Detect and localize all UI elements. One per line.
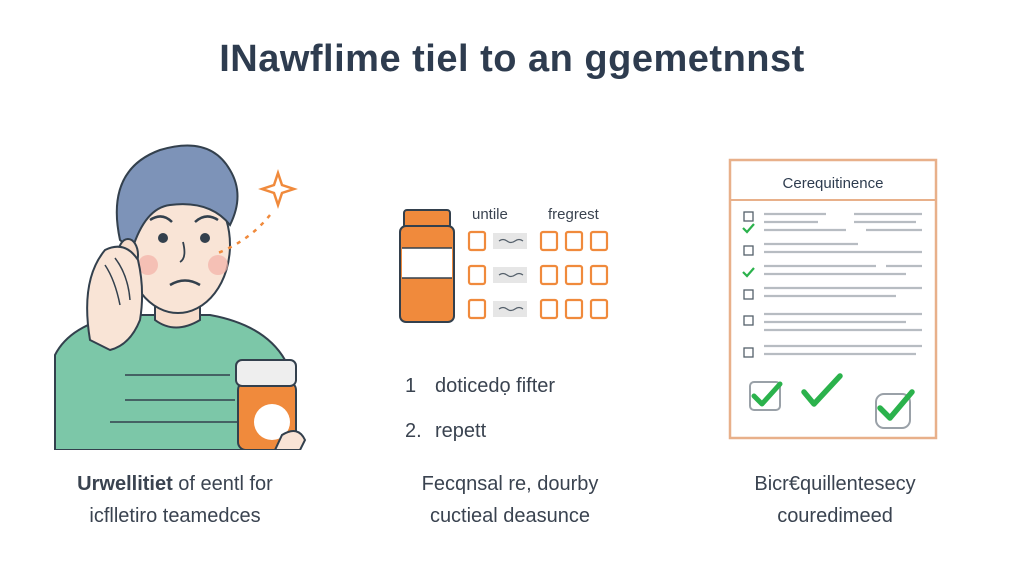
list-item: 2. repett [405,420,486,443]
pill-bottle-icon [399,209,455,323]
right-caption-line2: couredimeed [777,505,893,527]
list-item-number: 1 [405,375,417,397]
middle-caption-line1: Fecqnsal re, dourby [421,473,599,495]
left-caption: Urwellitiet of eentl for icflletiro team… [40,468,310,532]
list-item-text: repett [435,420,487,442]
middle-caption: Fecqnsal re, dourby cuctieal deasunce [380,468,640,532]
page-title: INawflime tiel to an ggemetnnst [219,38,805,80]
right-caption: Bicr€quillentesecy couredimeed [720,468,950,532]
sparkle-icon [217,169,298,255]
column-header-untile: untile [472,206,508,223]
list-item: 1 doticedọ fifter [405,375,555,398]
list-item-text: doticedọ fifter [435,375,556,397]
right-caption-line1: Bicr€quillentesecy [754,473,916,495]
list-item-number: 2. [405,420,422,442]
document-title: Cerequitinence [782,175,884,192]
left-caption-rest: of eentl for [172,473,273,495]
left-caption-line2: icflletiro teamedces [89,505,261,527]
worried-person-illustration [54,144,307,450]
middle-caption-line2: cuctieal deasunce [429,505,591,527]
checklist-document [728,158,938,440]
left-caption-bold: Urwellitiet [77,473,173,495]
column-header-fregrest: fregrest [548,206,599,223]
schedule-grid [467,230,609,320]
